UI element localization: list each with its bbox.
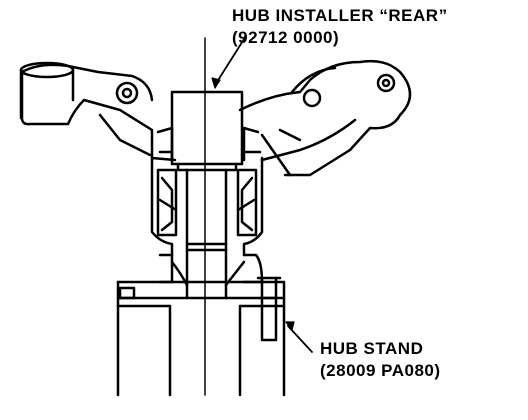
- hub-installer: [170, 90, 244, 172]
- bearings: [156, 168, 258, 237]
- installer-leader-line: [214, 35, 247, 86]
- knuckle-left-arm: [19, 61, 177, 162]
- installer-part-label: (92712 0000): [232, 28, 340, 47]
- installer-name-label: HUB INSTALLER “REAR”: [232, 6, 448, 25]
- stand-name-label: HUB STAND: [320, 339, 424, 358]
- stand-arrowhead: [285, 321, 295, 331]
- hub-stand: [116, 276, 286, 397]
- installer-arrowhead: [211, 77, 221, 89]
- hub-flange: [158, 253, 264, 287]
- installer-shaft: [185, 168, 228, 300]
- stand-part-label: (28009 PA080): [320, 361, 441, 380]
- stand-callout: HUB STAND (28009 PA080): [320, 338, 441, 382]
- knuckle-right-arm: [238, 59, 412, 177]
- installer-callout: HUB INSTALLER “REAR” (92712 0000): [232, 5, 448, 49]
